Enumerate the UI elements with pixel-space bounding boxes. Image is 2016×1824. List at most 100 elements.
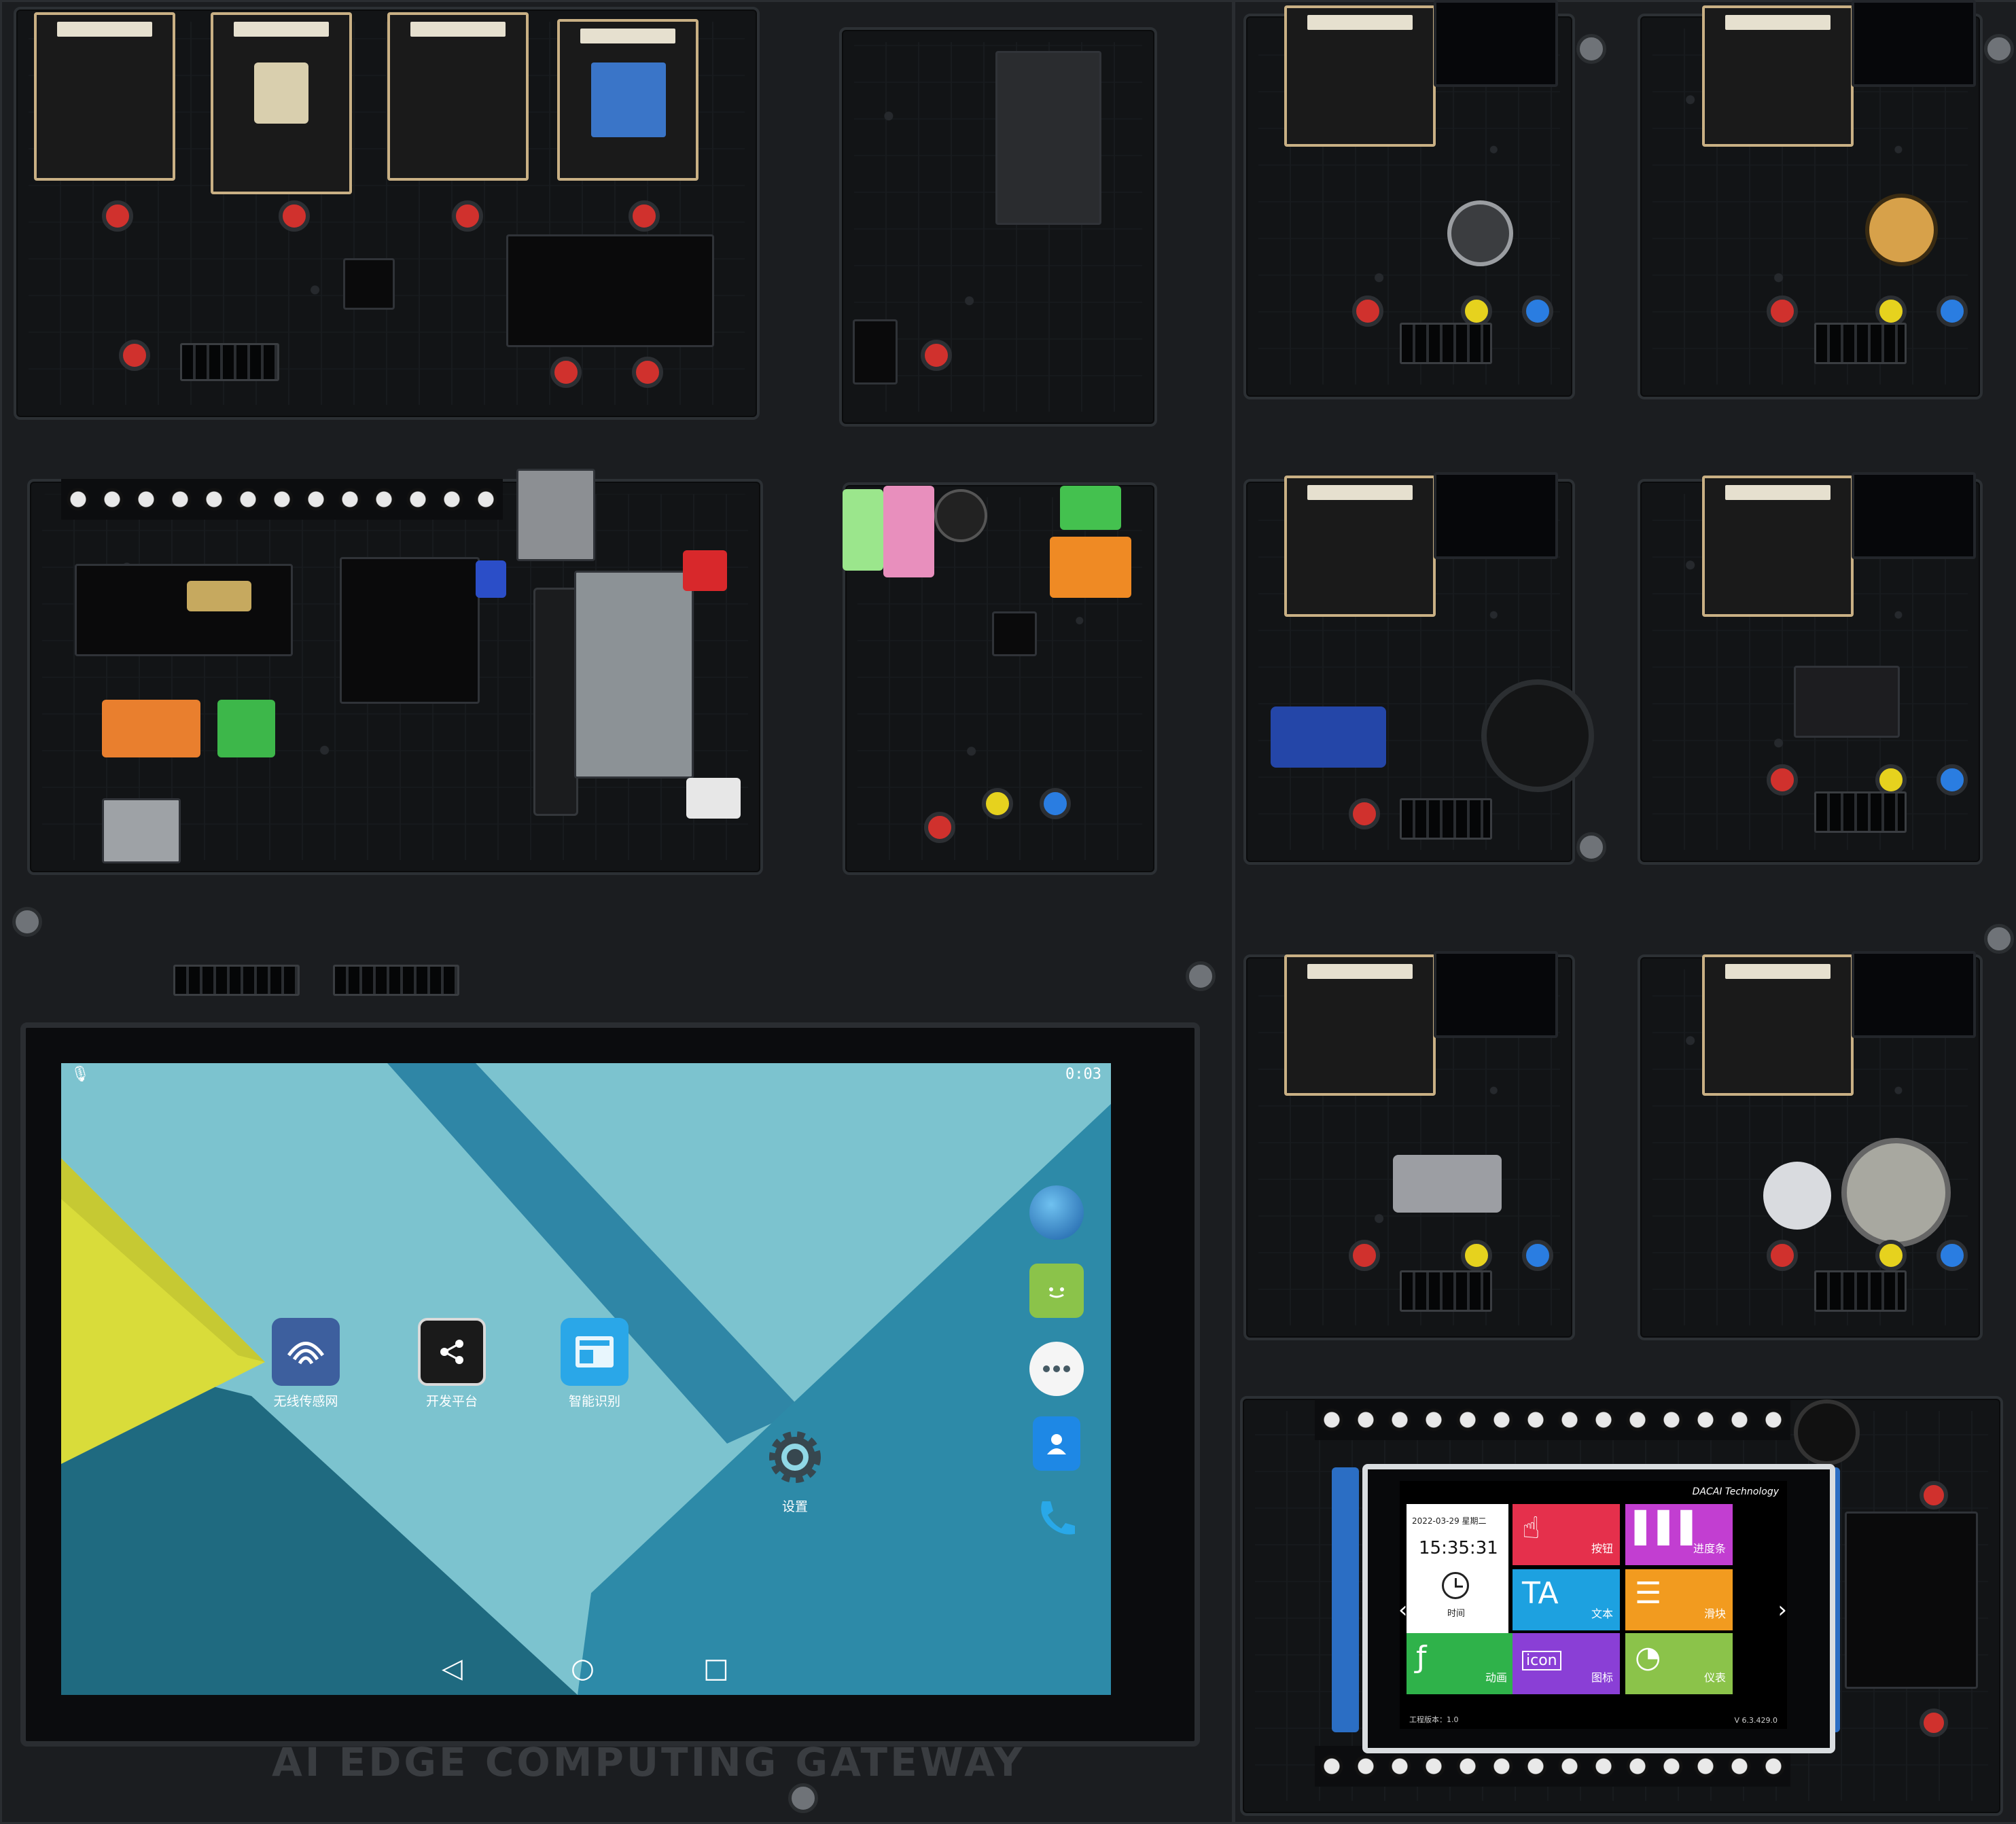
user-button-blue[interactable] <box>1937 764 1968 795</box>
screw <box>1576 832 1606 862</box>
app-smart-recognition[interactable]: 智能识别 <box>550 1318 639 1410</box>
reset-button[interactable] <box>629 200 660 232</box>
usb-port <box>102 798 181 863</box>
green-terminal <box>217 700 275 757</box>
user-button-yellow[interactable] <box>1461 296 1492 327</box>
hmi-tile-label: 进度条 <box>1693 1542 1726 1555</box>
app-label: 无线传感网 <box>273 1394 338 1409</box>
hmi-tile-label: 图标 <box>1591 1671 1613 1684</box>
hmi-tile-3[interactable]: ☰滑块 <box>1625 1569 1733 1630</box>
reset-button[interactable] <box>1767 764 1798 795</box>
daughter-board <box>506 234 714 347</box>
expansion-header <box>173 965 300 996</box>
node-rf-module <box>1284 476 1436 617</box>
reset-button[interactable] <box>1920 1481 1948 1509</box>
reset-button[interactable] <box>119 340 150 371</box>
user-button-blue[interactable] <box>1937 296 1968 327</box>
hmi-clock-label: 时间 <box>1447 1609 1466 1619</box>
rf-module-3 <box>387 12 529 181</box>
audio-jack-pink <box>883 486 934 577</box>
seven-segment-display <box>1794 666 1900 738</box>
hmi-tile-glyph: ▌▌▌ <box>1635 1511 1704 1545</box>
gas-sensor <box>1841 1138 1951 1247</box>
relay-module <box>1393 1155 1502 1213</box>
reset-button[interactable] <box>1920 1709 1948 1737</box>
node-rf-module <box>1702 476 1854 617</box>
ir-sensor <box>1447 200 1513 266</box>
nav-home-button[interactable]: ○ <box>571 1653 595 1684</box>
hmi-tile-6[interactable]: ◔仪表 <box>1625 1633 1733 1694</box>
fingerprint-sensor <box>995 51 1101 225</box>
android-screen[interactable]: 🎙 0:03 无线传感网 开发平台 智能识别 设置 ◁ ○ <box>61 1063 1111 1695</box>
servo-motor <box>1271 707 1386 768</box>
contacts-icon[interactable] <box>1033 1416 1080 1471</box>
user-button-blue[interactable] <box>1937 1240 1968 1271</box>
reset-button[interactable] <box>102 200 133 232</box>
reset-button[interactable] <box>1349 798 1380 829</box>
ribbon-cable <box>1332 1467 1359 1732</box>
hmi-tile-0[interactable]: ☝按钮 <box>1513 1504 1620 1565</box>
ethernet-port <box>516 469 595 561</box>
lcd-panel <box>340 557 480 704</box>
reset-button[interactable] <box>550 357 582 388</box>
user-button-yellow[interactable] <box>982 788 1013 819</box>
pin-header <box>1814 323 1907 364</box>
browser-globe-icon[interactable] <box>1029 1185 1084 1240</box>
white-cap <box>686 778 741 819</box>
hmi-tile-1[interactable]: ▌▌▌进度条 <box>1625 1504 1733 1565</box>
reset-button[interactable] <box>279 200 310 232</box>
share-icon <box>418 1318 486 1386</box>
status-clock: 0:03 <box>1065 1066 1101 1083</box>
reset-button[interactable] <box>1767 1240 1798 1271</box>
messages-icon[interactable] <box>1029 1264 1084 1318</box>
enclosure-label: AI EDGE COMPUTING GATEWAY <box>272 1739 1025 1785</box>
app-drawer-icon[interactable] <box>1029 1342 1084 1396</box>
rf-module-4 <box>557 19 698 181</box>
rf-module-1 <box>34 12 175 181</box>
dc-jack <box>853 319 898 385</box>
oled-display <box>1852 472 1976 559</box>
hmi-tile-glyph: ◔ <box>1635 1640 1661 1675</box>
orange-relay <box>1050 537 1131 598</box>
reset-button[interactable] <box>452 200 483 232</box>
node-rf-module <box>1702 5 1854 147</box>
nav-back-button[interactable]: ◁ <box>442 1653 463 1684</box>
pin-header <box>1400 798 1492 840</box>
clock-icon <box>1442 1572 1469 1599</box>
hmi-tile-label: 按钮 <box>1591 1542 1613 1555</box>
user-button-yellow[interactable] <box>1461 1240 1492 1271</box>
node-rf-module <box>1702 954 1854 1096</box>
user-button-yellow[interactable] <box>1875 1240 1907 1271</box>
reset-button[interactable] <box>1349 1240 1380 1271</box>
reset-button[interactable] <box>632 357 663 388</box>
oled-display <box>1434 472 1558 559</box>
app-dev-platform[interactable]: 开发平台 <box>408 1318 496 1410</box>
app-wireless-sensor-network[interactable]: 无线传感网 <box>262 1318 350 1410</box>
wireless-module <box>1845 1512 1978 1689</box>
app-label: 智能识别 <box>568 1394 620 1409</box>
vibration-sensor <box>1865 194 1938 266</box>
pin-header <box>180 343 279 381</box>
prev-arrow[interactable]: ‹ <box>1400 1596 1408 1624</box>
hmi-screen[interactable]: DACAI Technology 2022-03-29 星期二 15:35:31… <box>1400 1481 1787 1729</box>
reset-button[interactable] <box>1352 296 1383 327</box>
oled-display <box>1852 0 1976 87</box>
phone-icon[interactable] <box>1029 1491 1084 1545</box>
reset-button[interactable] <box>1767 296 1798 327</box>
nav-recents-button[interactable]: □ <box>703 1653 729 1684</box>
reset-button[interactable] <box>921 340 952 371</box>
screw <box>12 907 42 937</box>
next-arrow[interactable]: › <box>1778 1596 1787 1624</box>
oled-display <box>1434 0 1558 87</box>
reset-button[interactable] <box>924 812 955 843</box>
app-settings[interactable]: 设置 <box>751 1423 839 1515</box>
oled-display <box>1434 951 1558 1038</box>
app-label: 设置 <box>781 1499 808 1514</box>
user-button-blue[interactable] <box>1522 296 1553 327</box>
user-button-blue[interactable] <box>1040 788 1071 819</box>
terminal-block <box>61 479 503 520</box>
user-button-blue[interactable] <box>1522 1240 1553 1271</box>
